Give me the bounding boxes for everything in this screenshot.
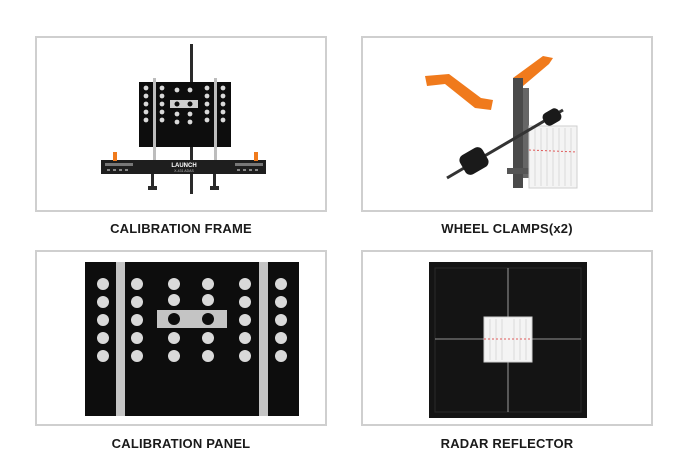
wheel-clamp-card[interactable] [361,36,653,212]
radar-reflector-caption: RADAR REFLECTOR [440,436,574,451]
radar-reflector-image [429,262,587,418]
frame-brand-logo: LAUNCH [171,163,196,169]
calibration-panel-card[interactable] [35,250,327,426]
wheel-clamp-caption: WHEEL CLAMPS(x2) [441,221,573,236]
calibration-frame-caption: CALIBRATION FRAME [110,221,252,236]
calibration-panel-image [85,262,299,416]
calibration-frame-card[interactable]: LAUNCH X-431 ADAS [35,36,327,212]
frame-model-label: X-431 ADAS [174,169,194,173]
wheel-clamp-image [425,56,578,189]
calibration-frame-image: LAUNCH X-431 ADAS [101,44,266,194]
radar-reflector-card[interactable] [361,250,653,426]
calibration-panel-caption: CALIBRATION PANEL [111,436,251,451]
